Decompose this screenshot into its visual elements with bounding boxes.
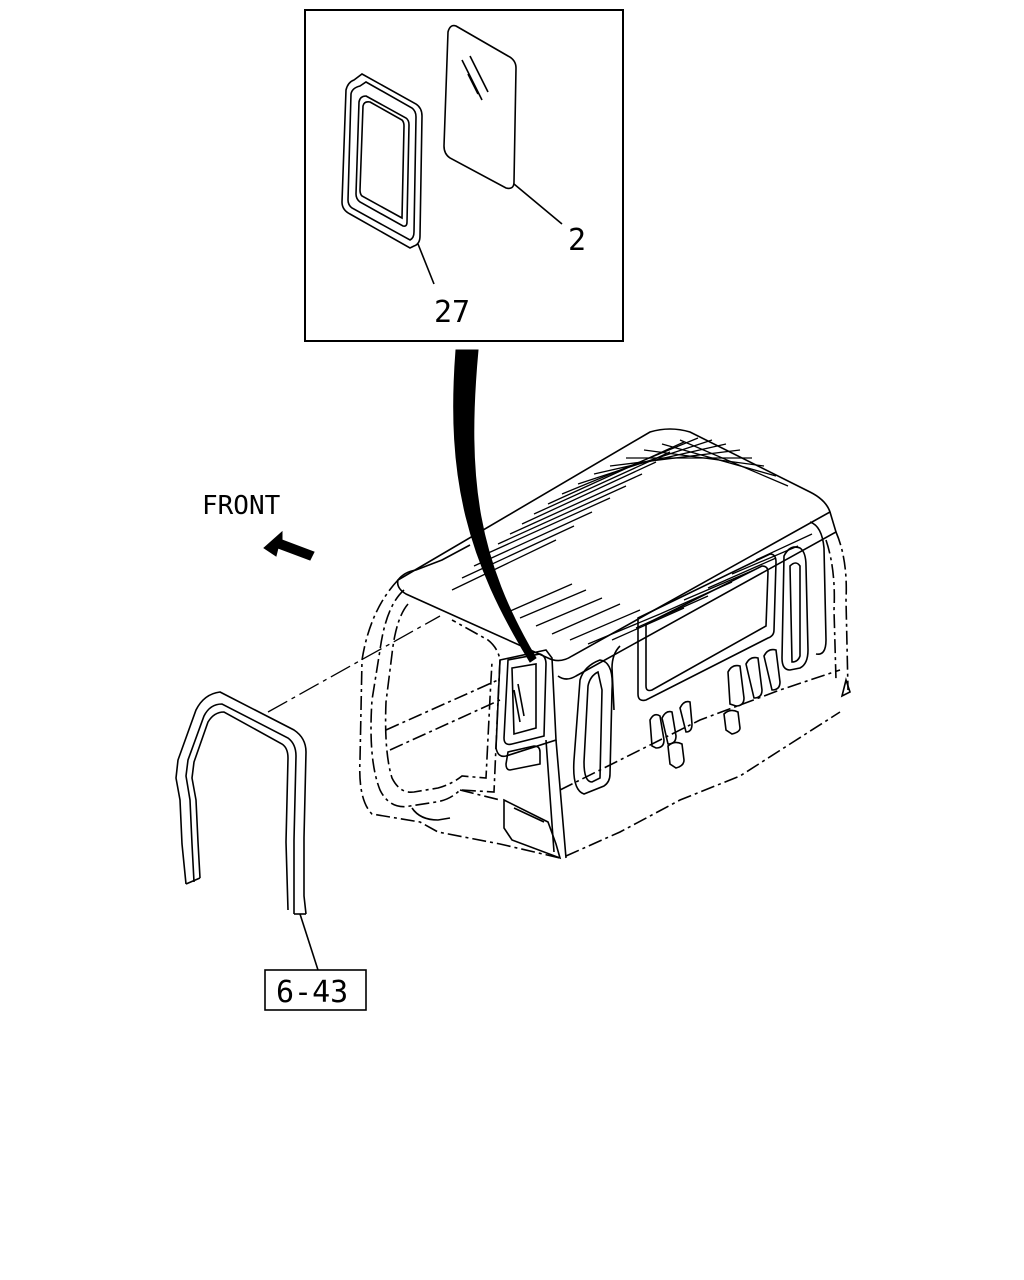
door-weatherstrip-part [175,691,307,915]
reference-box: 6-43 [264,969,367,1011]
reference-leader [299,913,319,971]
detail-inset-frame [304,9,624,342]
reference-label: 6-43 [276,975,348,1010]
detail-connector [453,349,537,663]
window-seal-part [341,73,423,249]
assembly-line [267,615,441,713]
front-direction-label: FRONT [202,491,281,521]
cab-body [358,428,851,860]
callout-leaders [417,183,563,285]
front-arrow-icon [263,530,315,561]
roof-ribs [451,437,813,645]
reference-box-frame [264,969,367,1011]
detail-inset: 2 27 [304,9,624,342]
window-glass-part [443,24,517,190]
callout-label-seal: 27 [434,295,470,330]
callout-label-glass: 2 [568,223,586,258]
